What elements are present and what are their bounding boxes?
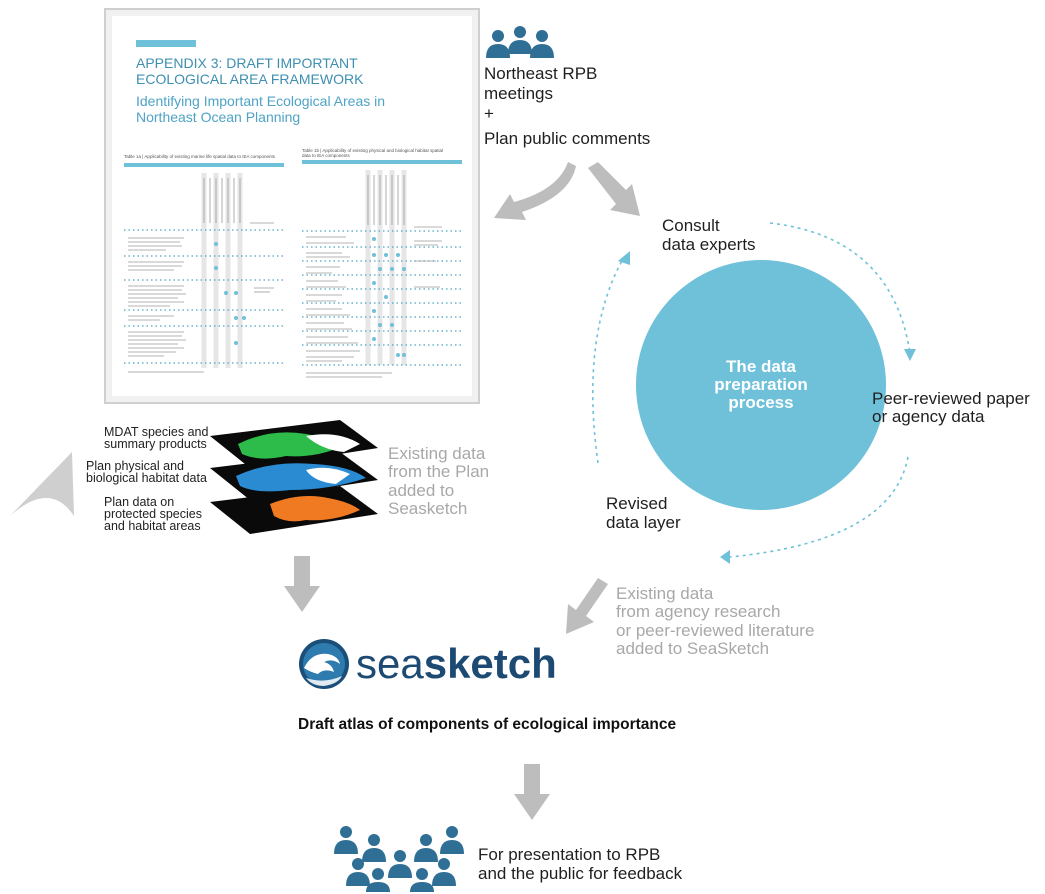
right-table-grid [302,170,462,378]
document-heading-line1: APPENDIX 3: DRAFT IMPORTANT [136,55,358,71]
document-subheading-line1: Identifying Important Ecological Areas i… [136,93,386,109]
layer2-label-line1: Plan physical and [86,459,184,473]
cycle-center-line3: process [728,393,794,412]
map-layer-protected [210,486,378,534]
meetings-line2: meetings [484,84,553,103]
existing-plan-line3: added to [388,481,455,500]
map-layer-species [210,420,378,468]
arrow-atlas-to-presentation [514,764,550,820]
layer2-label-line2: biological habitat data [86,471,207,485]
arrow-agency-to-seasketch [566,578,608,634]
right-table-header-rule [302,160,462,164]
layer1-label-line2: summary products [104,437,207,451]
presentation-line2: and the public for feedback [478,864,683,883]
meetings-plus: + [484,104,494,123]
arrow-to-consult [588,162,640,216]
meetings-line1: Northeast RPB [484,64,598,83]
presentation-line1: For presentation to RPB [478,845,661,864]
atlas-title: Draft atlas of components of ecological … [298,716,677,733]
agency-line3: or peer-reviewed literature [616,621,815,640]
existing-plan-line4: Seasketch [388,499,468,518]
layer3-label-line2: protected species [104,507,202,521]
existing-plan-line1: Existing data [388,444,486,463]
existing-plan-line2: from the Plan [388,462,490,481]
right-table-caption-line1: Table 1b | Applicability of existing phy… [302,148,444,153]
revised-line1: Revised [606,494,668,513]
cycle-center-line1: The data [726,357,796,376]
seasketch-wordmark-sea: sea [356,640,424,687]
consult-line1: Consult [662,216,720,235]
appendix-document-thumbnail: APPENDIX 3: DRAFT IMPORTANT ECOLOGICAL A… [104,8,480,404]
cycle-arrow-revised-to-consult [592,256,625,464]
audience-people-icon [334,826,464,892]
data-preparation-circle [636,260,886,510]
left-table-grid [124,173,284,373]
revised-line2: data layer [606,513,681,532]
left-table-header-rule [124,163,284,167]
peer-reviewed-line1: Peer-reviewed paper [872,389,1030,408]
peer-reviewed-line2: or agency data [872,407,985,426]
arrow-to-document [494,162,576,220]
arrow-layers-to-seasketch [284,556,320,612]
layer1-label-line1: MDAT species and [104,425,209,439]
agency-line2: from agency research [616,602,781,621]
document-subheading-line2: Northeast Ocean Planning [136,109,301,125]
agency-line4: added to SeaSketch [616,639,770,658]
agency-line1: Existing data [616,584,714,603]
seasketch-wave-logo-icon [299,639,349,689]
layer3-label-line3: and habitat areas [104,519,201,533]
left-table-caption: Table 1a | Applicability of existing mar… [124,154,276,159]
layer3-label-line1: Plan data on [104,495,175,509]
document-accent-bar [136,40,196,47]
seasketch-wordmark: seasketch [356,640,557,688]
cycle-arrow-consult-to-peer [769,222,911,354]
meeting-people-icon [486,26,554,58]
seasketch-wordmark-sketch: sketch [423,640,557,687]
meetings-line3: Plan public comments [484,129,651,148]
cycle-center-line2: preparation [714,375,808,394]
left-pointer-triangle [10,452,74,516]
meeting-arrows [494,162,640,220]
document-page: APPENDIX 3: DRAFT IMPORTANT ECOLOGICAL A… [118,22,466,390]
map-layer-stack [210,420,378,534]
document-heading-line2: ECOLOGICAL AREA FRAMEWORK [136,71,364,87]
data-preparation-cycle [592,222,916,564]
right-table-caption-line2: data to IEA components [302,153,350,158]
consult-line2: data experts [662,235,756,254]
